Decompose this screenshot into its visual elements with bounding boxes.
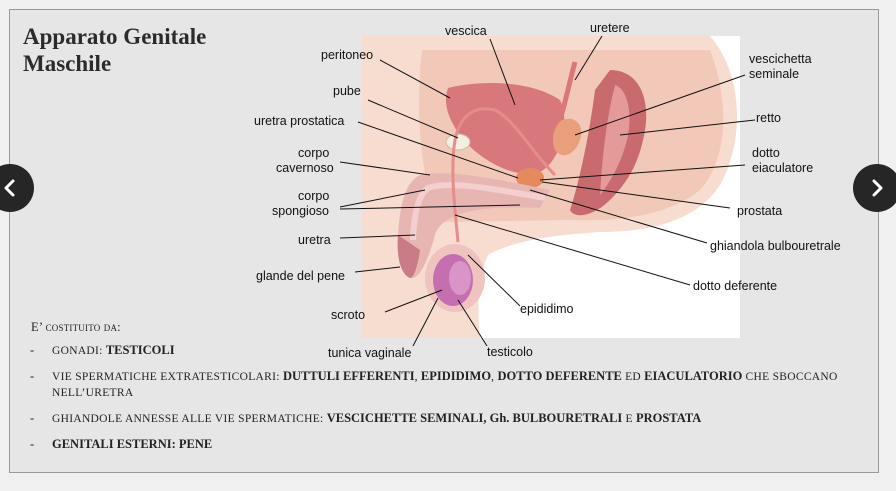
bullet-dash: - <box>30 411 35 425</box>
bullet-text: CHE SBOCCANO NELL’URETRA <box>52 371 838 399</box>
seminal-vesicle-shape <box>552 118 582 156</box>
glans-shape <box>397 235 420 278</box>
rectum-lumen <box>600 85 630 195</box>
label-ghiandola-bulbouretrale: ghiandola bulbouretrale <box>710 239 841 253</box>
bullet-text: ED <box>621 371 645 383</box>
bullet-text: EPIDIDIMO <box>420 369 492 383</box>
label-retto: retto <box>756 111 781 125</box>
bullet-dash: - <box>30 437 35 451</box>
label-tunica-vaginale: tunica vaginale <box>328 346 411 360</box>
label-dotto-eiaculatore-2: eiaculatore <box>752 161 813 175</box>
bullet-dash: - <box>30 369 35 383</box>
ureter-shape <box>557 61 578 121</box>
chevron-right-icon <box>872 179 883 197</box>
label-glande-del-pene: glande del pene <box>256 269 345 283</box>
epididymis-shape <box>449 261 471 295</box>
intro-text: E’ costituito da: <box>31 320 121 334</box>
bullet-item: - GHIANDOLE ANNESSE ALLE VIE SPERMATICHE:… <box>30 411 860 427</box>
penis-shape <box>397 173 550 279</box>
label-dotto-deferente: dotto deferente <box>693 279 777 293</box>
label-testicolo: testicolo <box>487 345 533 359</box>
slide: Apparato Genitale Maschile <box>9 9 879 473</box>
label-corpo-spongioso-1: corpo <box>298 189 329 203</box>
bullet-item: - GENITALI ESTERNI: PENE <box>30 437 860 452</box>
label-peritoneo: peritoneo <box>321 48 373 62</box>
leader-lines <box>339 35 756 347</box>
bullet-text: VESCICHETTE SEMINALI, Gh. BULBOURETRALI <box>326 411 623 425</box>
bullet-text: EIACULATORIO <box>644 369 743 383</box>
bullet-text: PROSTATA <box>635 411 702 425</box>
next-slide-button[interactable] <box>853 164 896 212</box>
bullet-text: VIE SPERMATICHE EXTRATESTICOLARI: <box>52 371 283 383</box>
label-uretra: uretra <box>298 233 331 247</box>
label-epididimo: epididimo <box>520 302 574 316</box>
bullet-dash: - <box>30 343 35 357</box>
label-corpo-cavernoso-1: corpo <box>298 146 329 160</box>
bullet-text: DUTTULI EFFERENTI <box>282 369 415 383</box>
anatomy-illustration: vescica uretere peritoneo vescichetta se… <box>254 21 841 360</box>
slide-title: Apparato Genitale Maschile <box>23 23 253 77</box>
label-dotto-eiaculatore-1: dotto <box>752 146 780 160</box>
label-uretra-prostatica: uretra prostatica <box>254 114 344 128</box>
label-vescichetta-2: seminale <box>749 67 799 81</box>
label-pube: pube <box>333 84 361 98</box>
bullet-text: GENITALI ESTERNI: PENE <box>52 437 213 451</box>
vas-deferens-shape <box>451 107 557 243</box>
bullet-item: - VIE SPERMATICHE EXTRATESTICOLARI: DUTTU… <box>30 369 860 401</box>
chevron-left-icon <box>4 179 15 197</box>
bullet-text: DOTTO DEFERENTE <box>497 369 622 383</box>
label-corpo-spongioso-2: spongioso <box>272 204 329 218</box>
label-scroto: scroto <box>331 308 365 322</box>
previous-slide-button[interactable] <box>0 164 34 212</box>
label-vescichetta-1: vescichetta <box>749 52 812 66</box>
label-uretere: uretere <box>590 21 630 35</box>
bullet-text: E <box>622 413 636 425</box>
bullet-text: , <box>414 371 421 383</box>
bullet-text: GHIANDOLE ANNESSE ALLE VIE SPERMATICHE: <box>52 413 327 425</box>
bullet-text: , <box>491 371 498 383</box>
label-vescica: vescica <box>445 24 487 38</box>
pubic-bone-shape <box>445 133 471 151</box>
label-corpo-cavernoso-2: cavernoso <box>276 161 334 175</box>
label-prostata: prostata <box>737 204 782 218</box>
prostate-shape <box>516 168 544 188</box>
bullet-text: GONADI: <box>52 345 106 357</box>
bullet-text: TESTICOLI <box>105 343 175 357</box>
slide-title-line1: Apparato Genitale <box>23 24 207 49</box>
bullet-item: - GONADI: TESTICOLI <box>30 343 860 359</box>
bullet-list: - GONADI: TESTICOLI - VIE SPERMATICHE EXTRA… <box>30 343 860 462</box>
urethra-shape <box>410 182 546 241</box>
slide-title-line2: Maschile <box>23 51 112 76</box>
